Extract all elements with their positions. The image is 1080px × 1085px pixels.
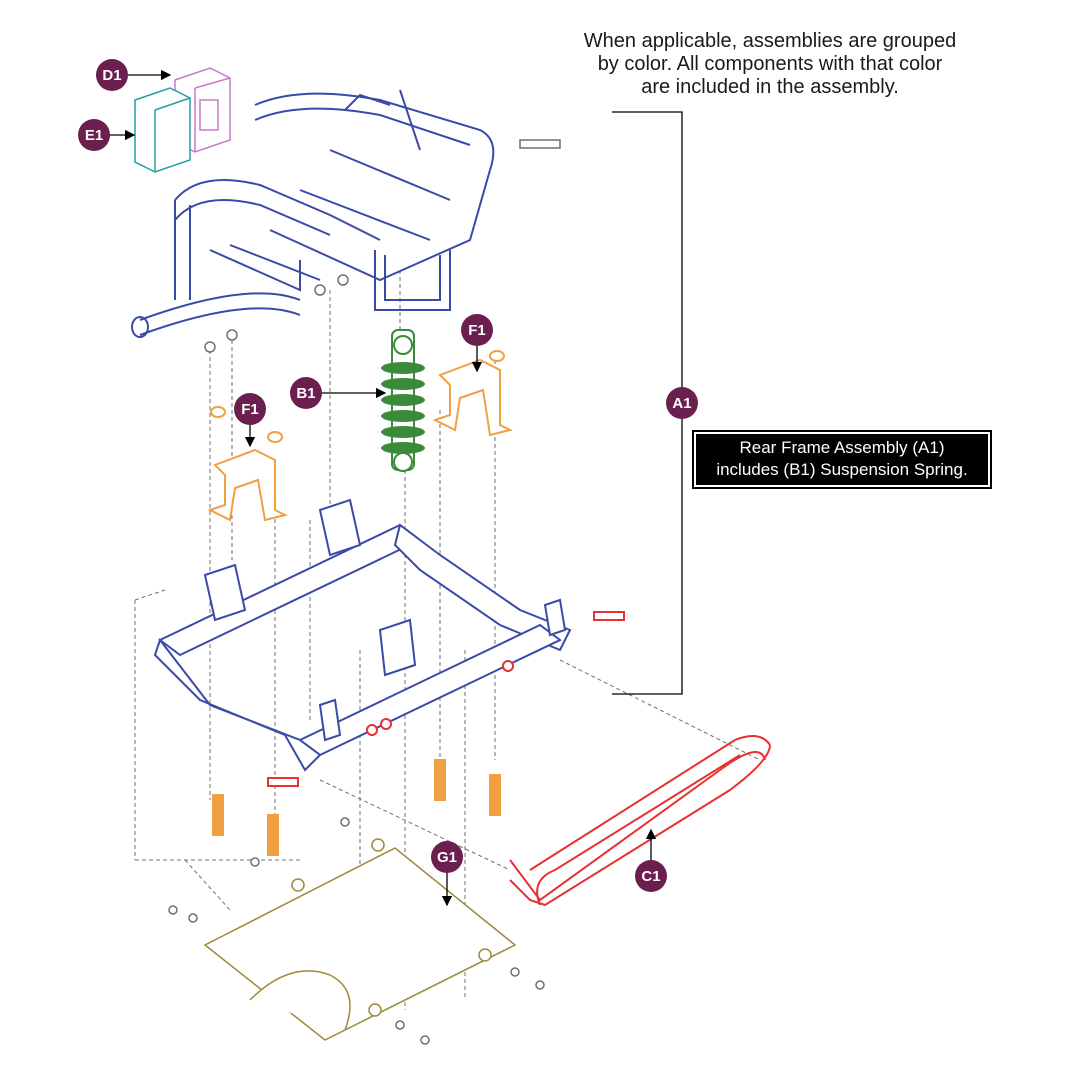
callout-e1-label: E1 xyxy=(85,127,103,144)
color-grouping-note: When applicable, assemblies are grouped … xyxy=(560,30,980,99)
note-line-3: are included in the assembly. xyxy=(641,76,899,98)
rear-frame-assembly xyxy=(153,498,572,772)
callout-f1-right-label: F1 xyxy=(468,322,486,339)
module-e1 xyxy=(134,87,191,173)
leader-lines xyxy=(110,69,683,907)
callout-b1-label: B1 xyxy=(296,385,315,402)
callout-f1-right: F1 xyxy=(461,314,493,346)
box-note-line-1: Rear Frame Assembly (A1) xyxy=(739,438,945,457)
note-line-2: by color. All components with that color xyxy=(597,53,943,75)
bracket-f1-left xyxy=(207,448,288,522)
shield-g1 xyxy=(203,838,517,1041)
callout-a1-label: A1 xyxy=(672,395,691,412)
callout-c1-label: C1 xyxy=(641,868,660,885)
callout-a1: A1 xyxy=(666,387,698,419)
callout-g1-label: G1 xyxy=(437,849,457,866)
callout-e1: E1 xyxy=(78,119,110,151)
seat-frame xyxy=(131,89,495,338)
gray-hardware xyxy=(168,139,561,1045)
box-note-line-2: includes (B1) Suspension Spring. xyxy=(716,460,968,479)
red-hardware xyxy=(267,611,625,787)
callout-d1-label: D1 xyxy=(102,67,121,84)
callout-d1: D1 xyxy=(96,59,128,91)
callout-f1-left-label: F1 xyxy=(241,401,259,418)
bumper-c1 xyxy=(509,735,771,907)
callout-c1: C1 xyxy=(635,860,667,892)
callout-f1-left: F1 xyxy=(234,393,266,425)
note-line-1: When applicable, assemblies are grouped xyxy=(583,30,957,52)
callout-g1: G1 xyxy=(431,841,463,873)
suspension-spring-b1 xyxy=(381,329,425,472)
assembly-note-box: Rear Frame Assembly (A1) includes (B1) S… xyxy=(692,430,992,489)
bracket-f1-right xyxy=(432,358,513,437)
callout-b1: B1 xyxy=(290,377,322,409)
